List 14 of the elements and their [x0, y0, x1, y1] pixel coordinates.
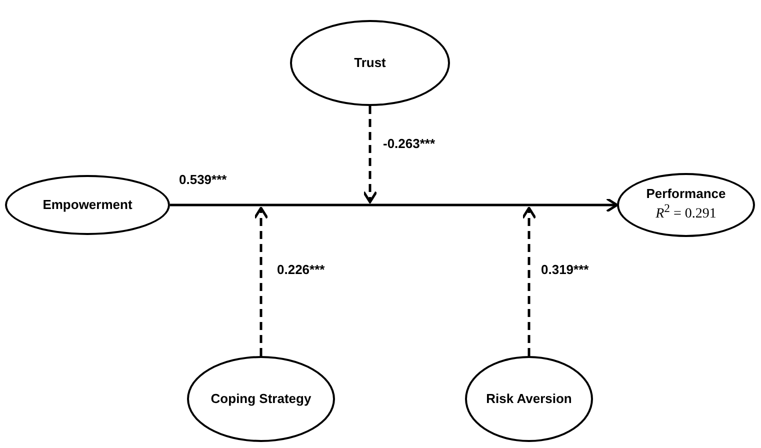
node-label: Empowerment	[42, 197, 132, 213]
node-label: Performance	[646, 186, 726, 202]
node-label: Trust	[354, 55, 386, 71]
dashed-arrow	[362, 106, 378, 204]
r-squared-value: R$^{2}$ = 0.291	[656, 202, 716, 224]
edge-label: 0.319***	[540, 262, 590, 277]
edge-label: -0.263***	[382, 136, 436, 151]
node-label: Coping Strategy	[210, 391, 312, 407]
node-label: Risk Aversion	[486, 391, 572, 407]
arrow	[170, 198, 618, 212]
edge-label: 0.226***	[276, 262, 326, 277]
dashed-arrow	[254, 206, 268, 356]
edge-label: 0.539***	[178, 172, 228, 187]
dashed-arrow	[522, 206, 536, 356]
